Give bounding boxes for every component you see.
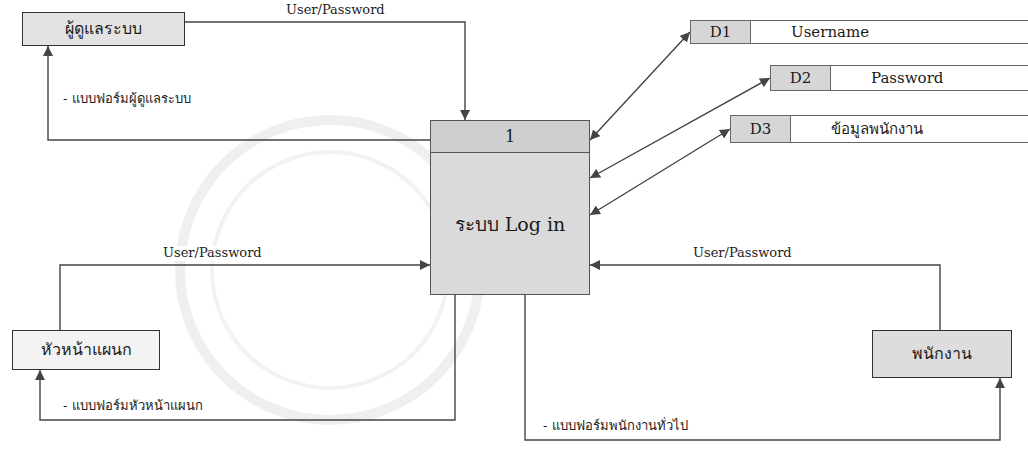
data-flow (590, 265, 940, 330)
watermark-ring (212, 152, 448, 388)
external-entity: พนักงาน (872, 330, 1012, 378)
data-store: D1 Username (690, 20, 1028, 44)
node-section: พนักงาน (912, 344, 972, 363)
data-flow (40, 295, 455, 420)
data-flow (48, 46, 430, 140)
node-text: D1 (710, 23, 732, 41)
flow-label: - แบบฟอร์มหัวหน้าแผนก (60, 399, 206, 414)
external-entity: หัวหน้าแผนก (12, 330, 160, 370)
process-box: 1 ระบบ Log in (430, 120, 590, 295)
node-text: D2 (790, 69, 812, 87)
node-text: ระบบ Log in (455, 209, 566, 239)
node-text: Password (871, 69, 943, 87)
node-text: ข้อมูลพนักงาน (831, 120, 923, 138)
data-store: D3 ข้อมูลพนักงาน (730, 115, 1028, 143)
node-section: Username (751, 21, 1028, 43)
node-section: ระบบ Log in (431, 153, 589, 294)
external-entity: ผู้ดูแลระบบ (22, 12, 185, 46)
node-section: D3 (731, 116, 791, 142)
data-flow (590, 129, 730, 215)
data-flow (60, 265, 430, 330)
node-section: Password (831, 66, 1028, 90)
node-text: 1 (505, 127, 515, 146)
node-text: พนักงาน (912, 344, 972, 363)
node-section: D1 (691, 21, 751, 43)
data-store: D2 Password (770, 65, 1028, 91)
data-flow (590, 32, 690, 140)
node-section: ข้อมูลพนักงาน (791, 116, 1028, 142)
flow-label: - แบบฟอร์มพนักงานทั่วไป (540, 419, 691, 434)
flow-label: User/Password (160, 246, 265, 261)
flow-label: User/Password (283, 3, 388, 18)
node-section: D2 (771, 66, 831, 90)
node-section: ผู้ดูแลระบบ (65, 19, 142, 38)
flow-label: User/Password (690, 246, 795, 261)
node-text: D3 (750, 120, 772, 138)
node-section: หัวหน้าแผนก (41, 340, 132, 359)
node-section: 1 (431, 121, 589, 153)
flow-label: - แบบฟอร์มผู้ดูแลระบบ (60, 92, 194, 107)
node-text: Username (791, 23, 869, 41)
node-text: หัวหน้าแผนก (41, 340, 132, 359)
node-text: ผู้ดูแลระบบ (65, 19, 142, 38)
data-flow (185, 22, 465, 120)
